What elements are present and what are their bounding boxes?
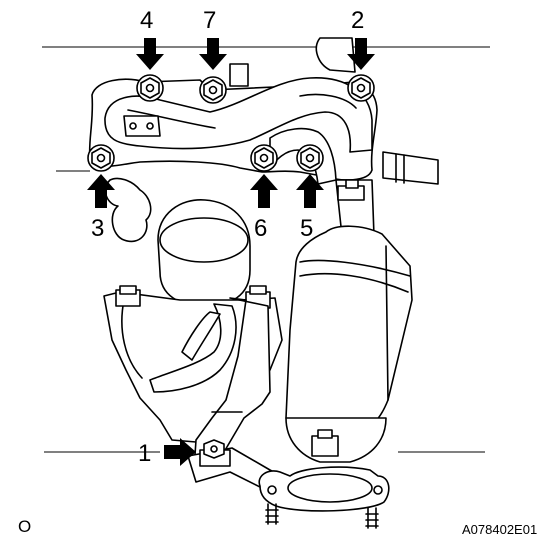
exhaust-pipe xyxy=(382,151,439,185)
arrow-2 xyxy=(347,38,375,70)
callout-1: 1 xyxy=(138,440,151,467)
arrow-6 xyxy=(250,174,278,208)
callout-6: 6 xyxy=(254,215,267,242)
callout-3: 3 xyxy=(91,215,104,242)
arrow-5 xyxy=(296,174,324,208)
nut-6 xyxy=(250,144,278,172)
callout-7: 7 xyxy=(203,7,216,34)
engine-block-outline xyxy=(104,177,251,307)
nut-2 xyxy=(347,74,375,102)
catalytic-converter xyxy=(285,179,413,463)
corner-mark: O xyxy=(18,517,31,536)
arrow-1 xyxy=(164,438,196,466)
callout-4: 4 xyxy=(140,7,153,34)
exhaust-runners xyxy=(104,77,373,185)
arrow-7 xyxy=(199,38,227,70)
arrow-4 xyxy=(136,38,164,70)
nut-7 xyxy=(199,76,227,104)
sensor-boss xyxy=(229,63,249,87)
nut-3 xyxy=(87,144,115,172)
reference-lines xyxy=(42,46,490,453)
outlet-flange xyxy=(258,466,390,529)
nut-5 xyxy=(296,144,324,172)
callout-5: 5 xyxy=(300,215,313,242)
figure-code: A078402E01 xyxy=(462,522,537,537)
arrow-3 xyxy=(87,174,115,208)
nut-4 xyxy=(136,74,164,102)
bolt-1 xyxy=(199,439,231,467)
callout-2: 2 xyxy=(351,7,364,34)
